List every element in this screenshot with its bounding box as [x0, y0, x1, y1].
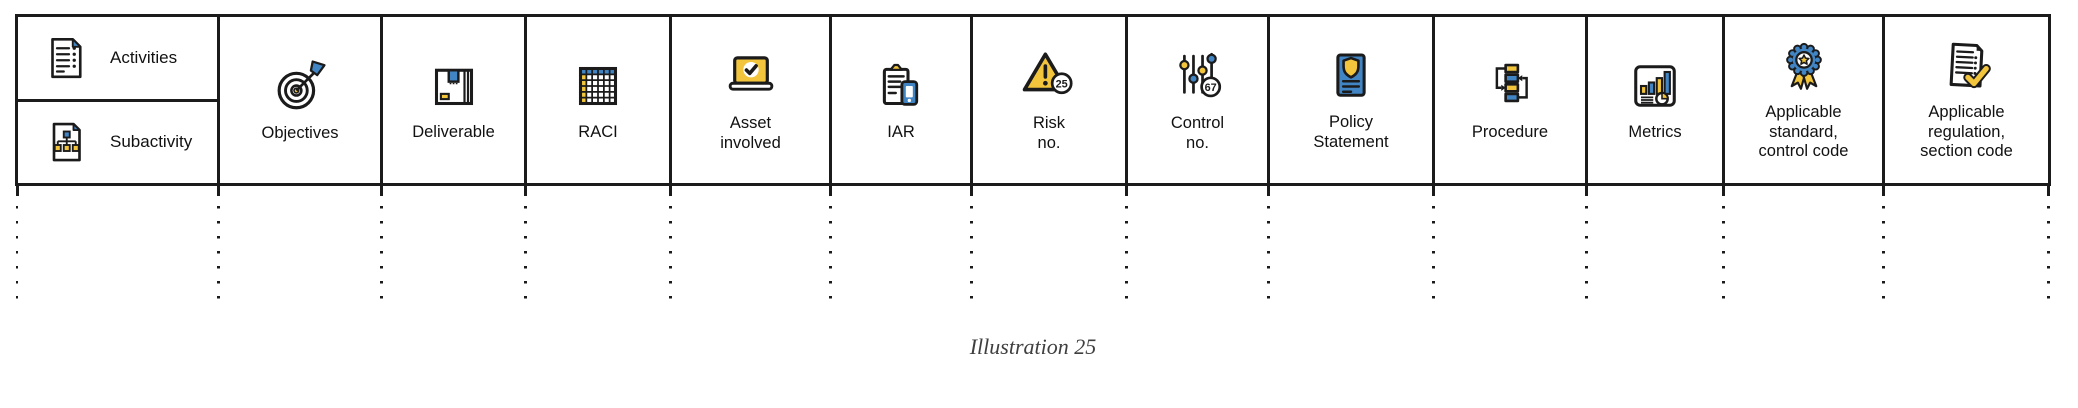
risk-badge-number: 25 [1056, 78, 1068, 90]
column-header-label: RACI [578, 122, 618, 141]
dotted-column-divider [1267, 186, 1270, 300]
column-deliverable: Deliverable [383, 17, 527, 183]
column-header-label: Applicable standard, control code [1758, 102, 1849, 161]
row-label: Activities [110, 47, 178, 67]
dotted-column-divider [1432, 186, 1435, 300]
activities-document-icon [42, 34, 90, 82]
column-applicable-standard: Applicable standard, control code [1725, 17, 1885, 183]
dotted-column-divider [380, 186, 383, 300]
iar-clipboard-phone-icon [873, 58, 929, 114]
illustration-caption: Illustration 25 [969, 334, 1097, 359]
subactivity-hierarchy-icon [42, 118, 90, 166]
column-header-label: IAR [887, 122, 915, 141]
regulation-document-check-icon [1939, 38, 1995, 94]
standard-award-badge-icon [1776, 38, 1832, 94]
column-policy-statement: Policy Statement [1270, 17, 1435, 183]
column-applicable-regulation: Applicable regulation, section code [1885, 17, 2048, 183]
column-header-label: Objectives [261, 123, 339, 142]
dotted-column-divider [829, 186, 832, 300]
column-header-label: Asset involved [720, 113, 781, 152]
policy-shield-document-icon [1323, 48, 1379, 104]
column-objectives: Objectives [220, 17, 383, 183]
dotted-column-divider [970, 186, 973, 300]
column-risk-no: 25 Risk no. [973, 17, 1128, 183]
row-activities: Activities [18, 17, 217, 99]
column-header-label: Procedure [1471, 122, 1549, 141]
header-table: Activities Subactiv [15, 14, 2051, 186]
column-header-label: Control no. [1170, 113, 1225, 152]
column-header-label: Policy Statement [1313, 112, 1389, 151]
dotted-column-divider [1722, 186, 1725, 300]
column-header-label: Metrics [1628, 122, 1682, 141]
column-activities-subactivity: Activities Subactiv [18, 17, 220, 183]
dotted-column-divider [1882, 186, 1885, 300]
dotted-column-divider [15, 186, 19, 300]
metrics-chart-icon [1627, 58, 1683, 114]
control-badge-number: 67 [1204, 82, 1216, 94]
objectives-target-icon [271, 57, 329, 115]
row-subactivity: Subactivity [18, 98, 217, 184]
procedure-flowchart-icon [1482, 58, 1538, 114]
column-raci: RACI [527, 17, 672, 183]
dotted-column-divider [1585, 186, 1588, 300]
dotted-column-divider [524, 186, 527, 300]
dotted-column-divider [1125, 186, 1128, 300]
column-header-label: Applicable regulation, section code [1920, 102, 2013, 161]
column-control-no: 67 Control no. [1128, 17, 1270, 183]
deliverable-box-icon [426, 58, 482, 114]
dotted-column-divider [2047, 186, 2050, 300]
asset-laptop-check-icon [722, 47, 780, 105]
raci-matrix-icon [570, 58, 626, 114]
dotted-column-divider [217, 186, 220, 300]
column-header-label: Deliverable [412, 122, 495, 141]
column-procedure: Procedure [1435, 17, 1588, 183]
column-asset-involved: Asset involved [672, 17, 832, 183]
risk-warning-triangle-icon: 25 [1020, 47, 1078, 105]
control-sliders-icon: 67 [1169, 47, 1227, 105]
row-label: Subactivity [110, 132, 193, 152]
dotted-column-divider [669, 186, 672, 300]
column-header-label: Risk no. [1032, 113, 1066, 152]
column-iar: IAR [832, 17, 973, 183]
column-metrics: Metrics [1588, 17, 1725, 183]
